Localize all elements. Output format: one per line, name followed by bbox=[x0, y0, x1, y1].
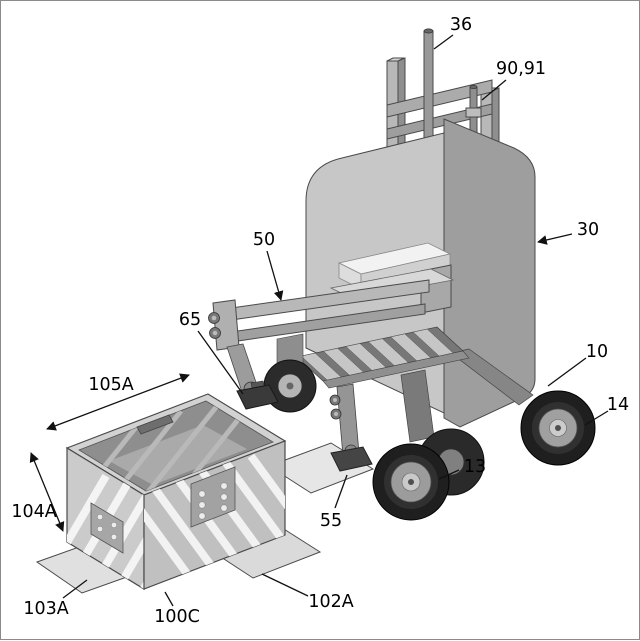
label-105A: 105A bbox=[88, 375, 133, 395]
front-wheel-pair bbox=[372, 428, 485, 521]
label-30: 30 bbox=[577, 220, 599, 240]
label-14: 14 bbox=[607, 395, 629, 415]
holder-arm-center bbox=[329, 383, 373, 472]
leader-14 bbox=[584, 410, 609, 426]
label-100C: 100C bbox=[154, 607, 200, 627]
label-36: 36 bbox=[450, 15, 472, 35]
lift-rod bbox=[423, 28, 434, 144]
dimension-105A bbox=[46, 373, 190, 431]
leader-100C bbox=[164, 591, 174, 607]
label-90-91: 90,91 bbox=[496, 59, 546, 79]
leader-90-91 bbox=[481, 79, 507, 101]
base-platform bbox=[296, 326, 470, 389]
crate-latch-plate-right bbox=[190, 466, 236, 528]
label-13: 13 bbox=[464, 457, 486, 477]
label-104A: 104A bbox=[11, 502, 56, 522]
leader-36 bbox=[433, 34, 454, 50]
dimension-104A bbox=[29, 452, 65, 532]
caster-wheel bbox=[263, 333, 317, 413]
leader-13 bbox=[438, 469, 460, 480]
leader-103A bbox=[62, 579, 88, 599]
rear-wheel bbox=[520, 390, 596, 466]
leader-55 bbox=[334, 474, 348, 509]
holder-arm-left bbox=[226, 343, 279, 410]
label-65: 65 bbox=[179, 310, 201, 330]
leader-50 bbox=[266, 250, 284, 301]
leader-30 bbox=[537, 233, 573, 245]
label-55: 55 bbox=[320, 511, 342, 531]
leader-102A bbox=[261, 573, 309, 597]
leader-65 bbox=[197, 330, 244, 395]
container-crate bbox=[65, 393, 287, 591]
label-103A: 103A bbox=[23, 599, 68, 619]
label-10: 10 bbox=[586, 342, 608, 362]
chassis-frame bbox=[400, 348, 534, 443]
leader-10 bbox=[547, 357, 587, 387]
label-102A: 102A bbox=[308, 592, 353, 612]
label-50: 50 bbox=[253, 230, 275, 250]
fork-beam-assembly bbox=[208, 264, 455, 351]
crate-latch-plate-left bbox=[90, 502, 124, 554]
reference-labels: 36 90,91 30 50 65 10 14 13 55 105A 104A … bbox=[11, 15, 629, 627]
leader-lines bbox=[62, 34, 609, 607]
